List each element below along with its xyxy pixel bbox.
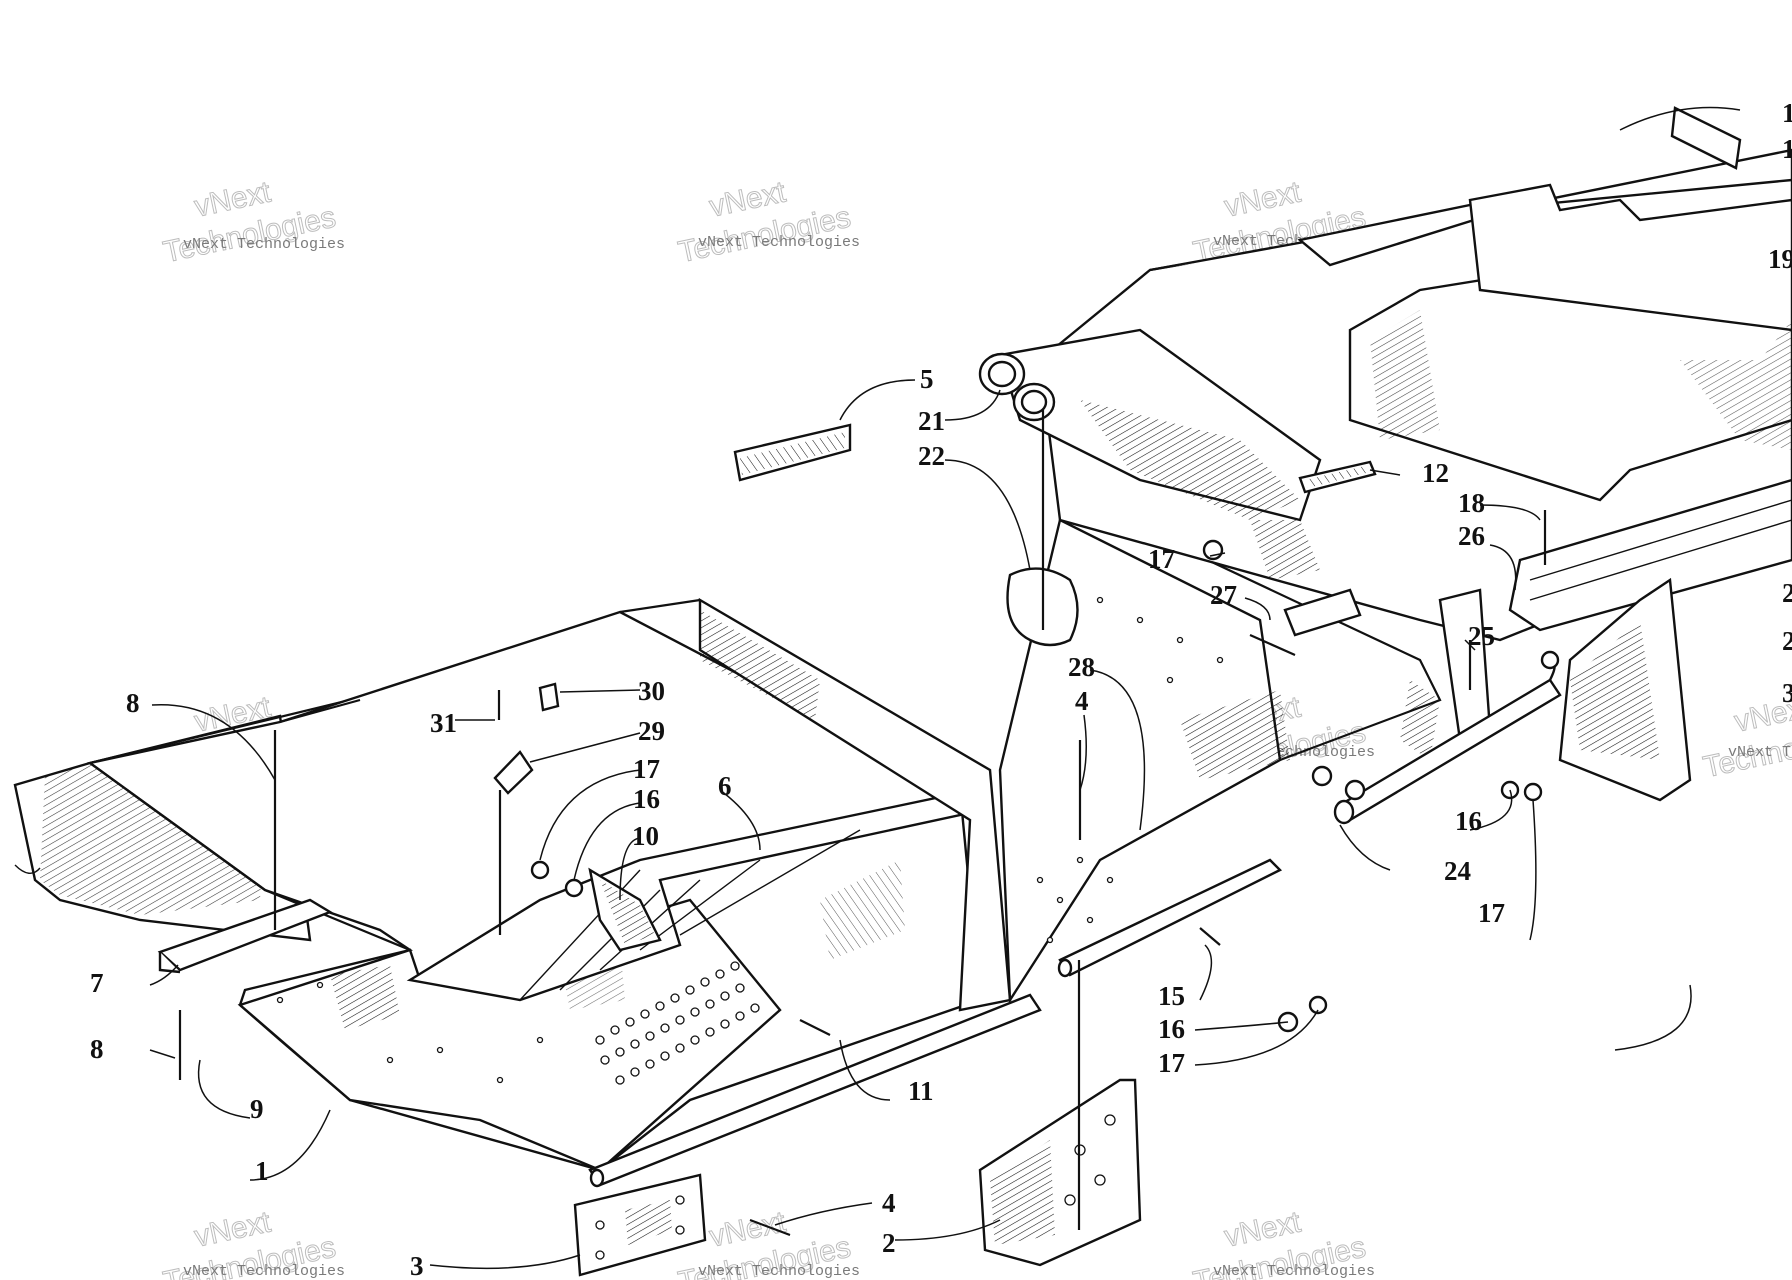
callout-17-lower: 17 <box>1158 1048 1185 1078</box>
callout-21: 21 <box>918 406 945 436</box>
watermark-text: vNext Technologies <box>698 234 860 251</box>
floor-holes <box>276 956 760 1085</box>
callout-29: 29 <box>638 716 665 746</box>
callout-12: 12 <box>1422 458 1449 488</box>
front-tube-assembly <box>978 328 1377 637</box>
callout-6: 6 <box>718 771 732 801</box>
watermark-text: vNext Technologies <box>698 1263 860 1280</box>
callout-9: 9 <box>250 1094 264 1124</box>
watermark: vNext Technologies <box>160 175 339 270</box>
callout-25: 25 <box>1468 621 1495 651</box>
callout-31: 31 <box>430 708 457 738</box>
callout-10: 10 <box>632 821 659 851</box>
watermark-text: vNext Technologies <box>183 1263 345 1280</box>
callout-3: 3 <box>410 1251 424 1280</box>
callout-11: 11 <box>908 1076 934 1106</box>
callout-24: 24 <box>1444 856 1471 886</box>
callout-17-center: 17 <box>633 754 660 784</box>
main-tunnel-panel <box>87 597 1042 1188</box>
watermark: vNext Technologies <box>1700 690 1792 785</box>
callout-17-right: 17 <box>1478 898 1505 928</box>
rear-frame-assembly <box>1038 148 1792 802</box>
callout-labels: 1 2 3 4 4 5 6 7 8 8 9 10 11 12 15 16 16 … <box>90 98 1792 1280</box>
callout-7: 7 <box>90 968 104 998</box>
watermark-text: vNext Technologies <box>183 236 345 253</box>
callout-27: 27 <box>1210 580 1237 610</box>
watermark-text: vNext Technologies <box>1213 1263 1375 1280</box>
small-parts <box>157 106 1742 1277</box>
watermark: vNext Technologies <box>675 175 854 270</box>
callout-30: 30 <box>638 676 665 706</box>
leader-lines <box>149 106 1741 1270</box>
callout-19: 19 <box>1768 244 1792 274</box>
watermark-text: vNext Technologies <box>1728 744 1792 761</box>
callout-5: 5 <box>920 364 934 394</box>
callout-2-right-2: 2 <box>1782 626 1792 656</box>
callout-16-lower: 16 <box>1158 1014 1185 1044</box>
callout-4-upper: 4 <box>1075 686 1089 716</box>
callout-26: 26 <box>1458 521 1485 551</box>
callout-2-right: 2 <box>1782 578 1792 608</box>
callout-16-center: 16 <box>633 784 660 814</box>
callout-28: 28 <box>1068 652 1095 682</box>
callout-15: 15 <box>1158 981 1185 1011</box>
callout-4-lower: 4 <box>882 1188 896 1218</box>
callout-3-right: 3 <box>1782 678 1792 708</box>
callout-17-upper: 17 <box>1148 544 1175 574</box>
callout-2: 2 <box>882 1228 896 1258</box>
callout-18: 18 <box>1458 488 1485 518</box>
callout-1: 1 <box>255 1156 269 1186</box>
callout-1-top-right-2: 1 <box>1782 134 1792 164</box>
callout-22: 22 <box>918 441 945 471</box>
callout-16-right: 16 <box>1455 806 1482 836</box>
callout-1-top-right: 1 <box>1782 98 1792 128</box>
callout-8-upper: 8 <box>126 688 140 718</box>
callout-8-lower: 8 <box>90 1034 104 1064</box>
